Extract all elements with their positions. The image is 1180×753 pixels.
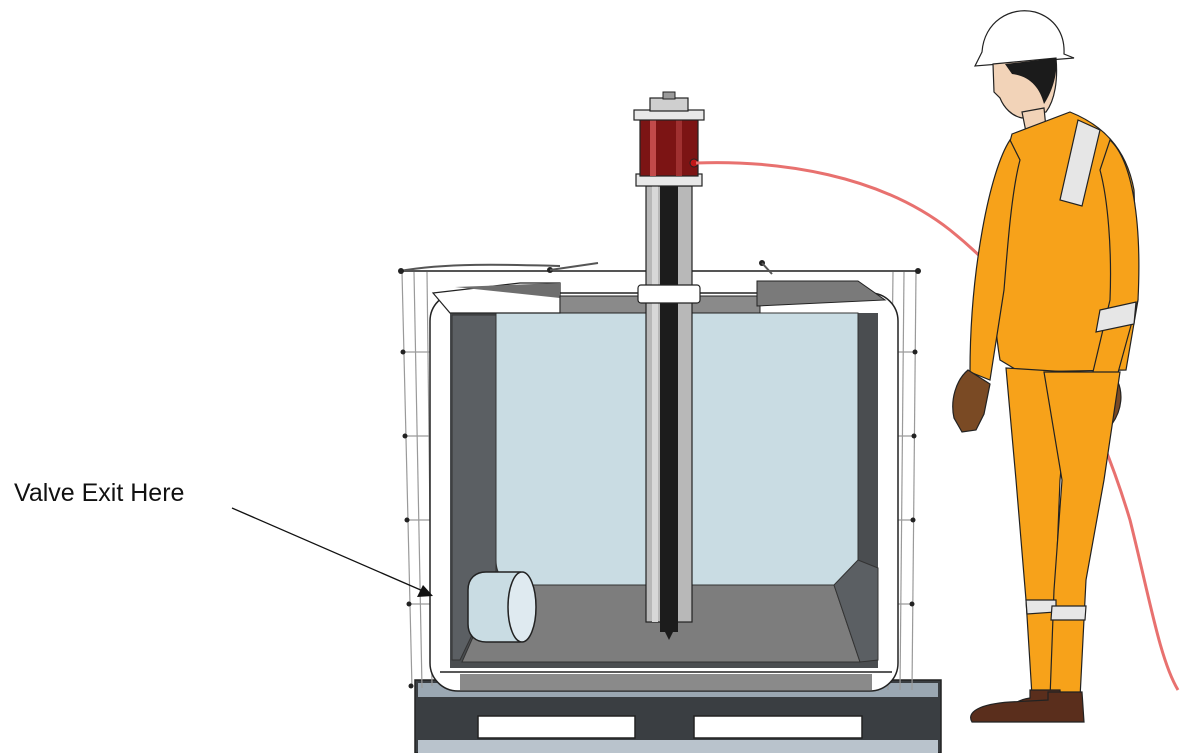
tank-base-strip — [460, 674, 872, 690]
heater-band-highlight-1 — [650, 118, 656, 176]
cage-crossbars-left — [402, 351, 436, 605]
tank-top-left-plate — [455, 283, 560, 298]
immersion-heater-probe — [633, 91, 705, 640]
reflective-tape-shoulder — [1059, 119, 1101, 207]
probe-highlight — [652, 186, 658, 622]
glove-left-icon — [952, 369, 991, 433]
heater-band-highlight-2 — [676, 118, 682, 176]
callout-arrowhead-icon — [417, 585, 433, 597]
reflective-tape-right-arm — [1095, 301, 1137, 333]
worker-in-coveralls — [952, 10, 1140, 723]
callout-arrow-line — [231, 507, 424, 592]
probe-cap — [649, 97, 689, 112]
pallet-fork-slot-right — [693, 715, 863, 739]
probe-mounting-collar — [637, 284, 701, 304]
pallet-fork-slot-left — [477, 715, 636, 739]
probe-tip — [660, 622, 678, 640]
valve-outlet — [467, 571, 537, 643]
reflective-tape-right-leg — [1050, 605, 1087, 621]
cage-post-left-1 — [401, 271, 413, 689]
cage-post-right-1 — [911, 271, 917, 691]
cage-handle-left — [549, 262, 599, 271]
cage-handle-right — [761, 262, 773, 275]
tank-right-wall — [833, 559, 879, 663]
hard-hat-icon — [973, 10, 1075, 67]
worker-hair — [1005, 58, 1057, 104]
valve-outlet-face — [507, 571, 537, 643]
valve-exit-label: Valve Exit Here — [14, 479, 185, 507]
probe-heater-band — [639, 117, 699, 177]
callout-arrow — [231, 507, 433, 597]
probe-inner-element — [660, 186, 678, 632]
cage-post-right-2 — [899, 271, 905, 691]
tank-top-right-plate — [756, 280, 887, 307]
probe-cap-knob — [662, 91, 676, 100]
cage-post-left-2 — [413, 271, 423, 689]
pallet-bottom-deck — [418, 740, 938, 753]
cage-rail-curve-left — [399, 263, 561, 272]
cage-crossbars-right — [888, 351, 916, 605]
boot-right-icon — [970, 691, 1085, 723]
